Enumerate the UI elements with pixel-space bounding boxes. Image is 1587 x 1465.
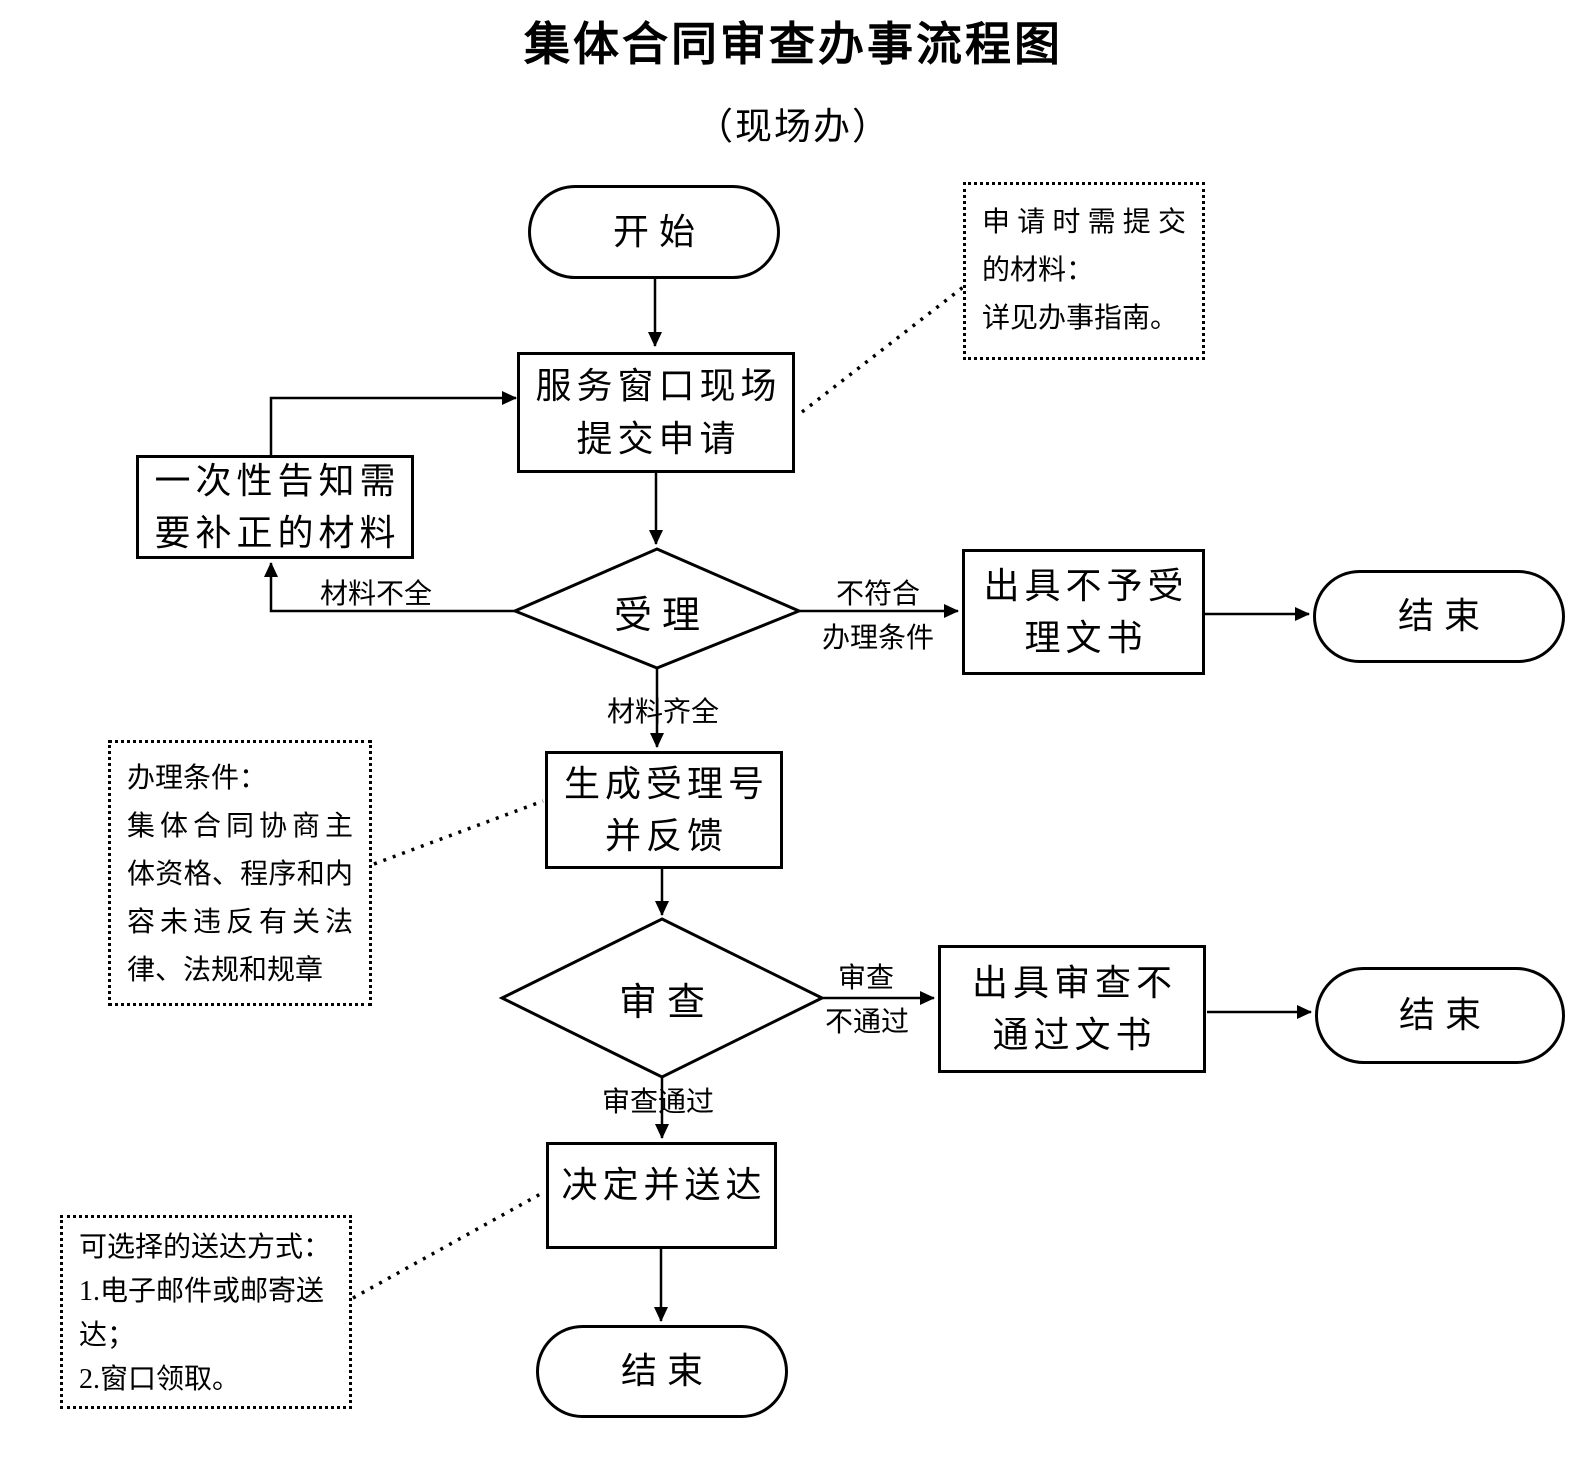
review-diamond-shape — [498, 917, 826, 1079]
note-line: 体资格、程序和内 — [127, 859, 353, 890]
supplement-node: 一次性告知需 要补正的材料 — [136, 455, 414, 559]
page-title: 集体合同审查办事流程图 — [524, 18, 1063, 70]
note-line: 可选择的送达方式： — [79, 1232, 332, 1263]
accept-diamond-shape — [511, 547, 803, 670]
edge-label-not-meet-line2: 办理条件 — [821, 623, 934, 654]
dotted-link-delivery-note — [352, 1190, 545, 1300]
note-line: 达； — [79, 1320, 136, 1351]
start-node: 开始 — [528, 185, 780, 279]
generate-node: 生成受理号 并反馈 — [545, 751, 783, 869]
end-node-reject: 结束 — [1313, 570, 1565, 663]
edge-label-materials-incomplete: 材料不全 — [319, 579, 432, 610]
dotted-link-materials-note — [800, 279, 973, 414]
note-line: 详见办事指南。 — [982, 303, 1179, 334]
edge-label-review-fail-line1: 审查 — [837, 963, 894, 994]
note-line: 容未违反有关法 — [127, 907, 353, 938]
end-node-review: 结束 — [1315, 967, 1565, 1064]
review-fail-doc-node: 出具审查不 通过文书 — [938, 945, 1206, 1073]
note-line: 律、法规和规章 — [127, 955, 324, 986]
note-line: 集体合同协商主 — [127, 811, 353, 842]
edge-label-materials-complete: 材料齐全 — [606, 697, 719, 728]
arrow-supplement-to-apply — [269, 391, 517, 455]
edge-label-not-meet-line1: 不符合 — [835, 579, 920, 610]
edge-label-review-fail-line2: 不通过 — [824, 1007, 909, 1038]
note-line: 申请时需提交 — [982, 207, 1186, 238]
note-line: 的材料： — [982, 255, 1095, 286]
page-subtitle: （现场办） — [696, 107, 891, 148]
accept-diamond-label: 受理 — [613, 594, 710, 637]
reject-doc-node: 出具不予受 理文书 — [962, 549, 1205, 675]
end-node-final: 结束 — [536, 1325, 788, 1418]
note-line: 1.电子邮件或邮寄送 — [79, 1276, 325, 1307]
note-delivery-options: 可选择的送达方式： 1.电子邮件或邮寄送 达； 2.窗口领取。 — [60, 1215, 352, 1409]
review-diamond-label: 审查 — [618, 981, 715, 1024]
edge-label-review-pass: 审查通过 — [601, 1087, 714, 1118]
apply-node: 服务窗口现场 提交申请 — [517, 352, 795, 473]
note-required-materials: 申请时需提交 的材料： 详见办事指南。 — [963, 182, 1205, 360]
arrow-accept-to-supplement — [264, 562, 515, 613]
note-line: 办理条件： — [127, 763, 268, 794]
dotted-link-conditions-note — [373, 799, 544, 866]
note-conditions: 办理条件： 集体合同协商主 体资格、程序和内 容未违反有关法 律、法规和规章 — [108, 740, 372, 1006]
note-line: 2.窗口领取。 — [79, 1364, 241, 1395]
decide-node: 决定并送达 — [546, 1142, 777, 1249]
